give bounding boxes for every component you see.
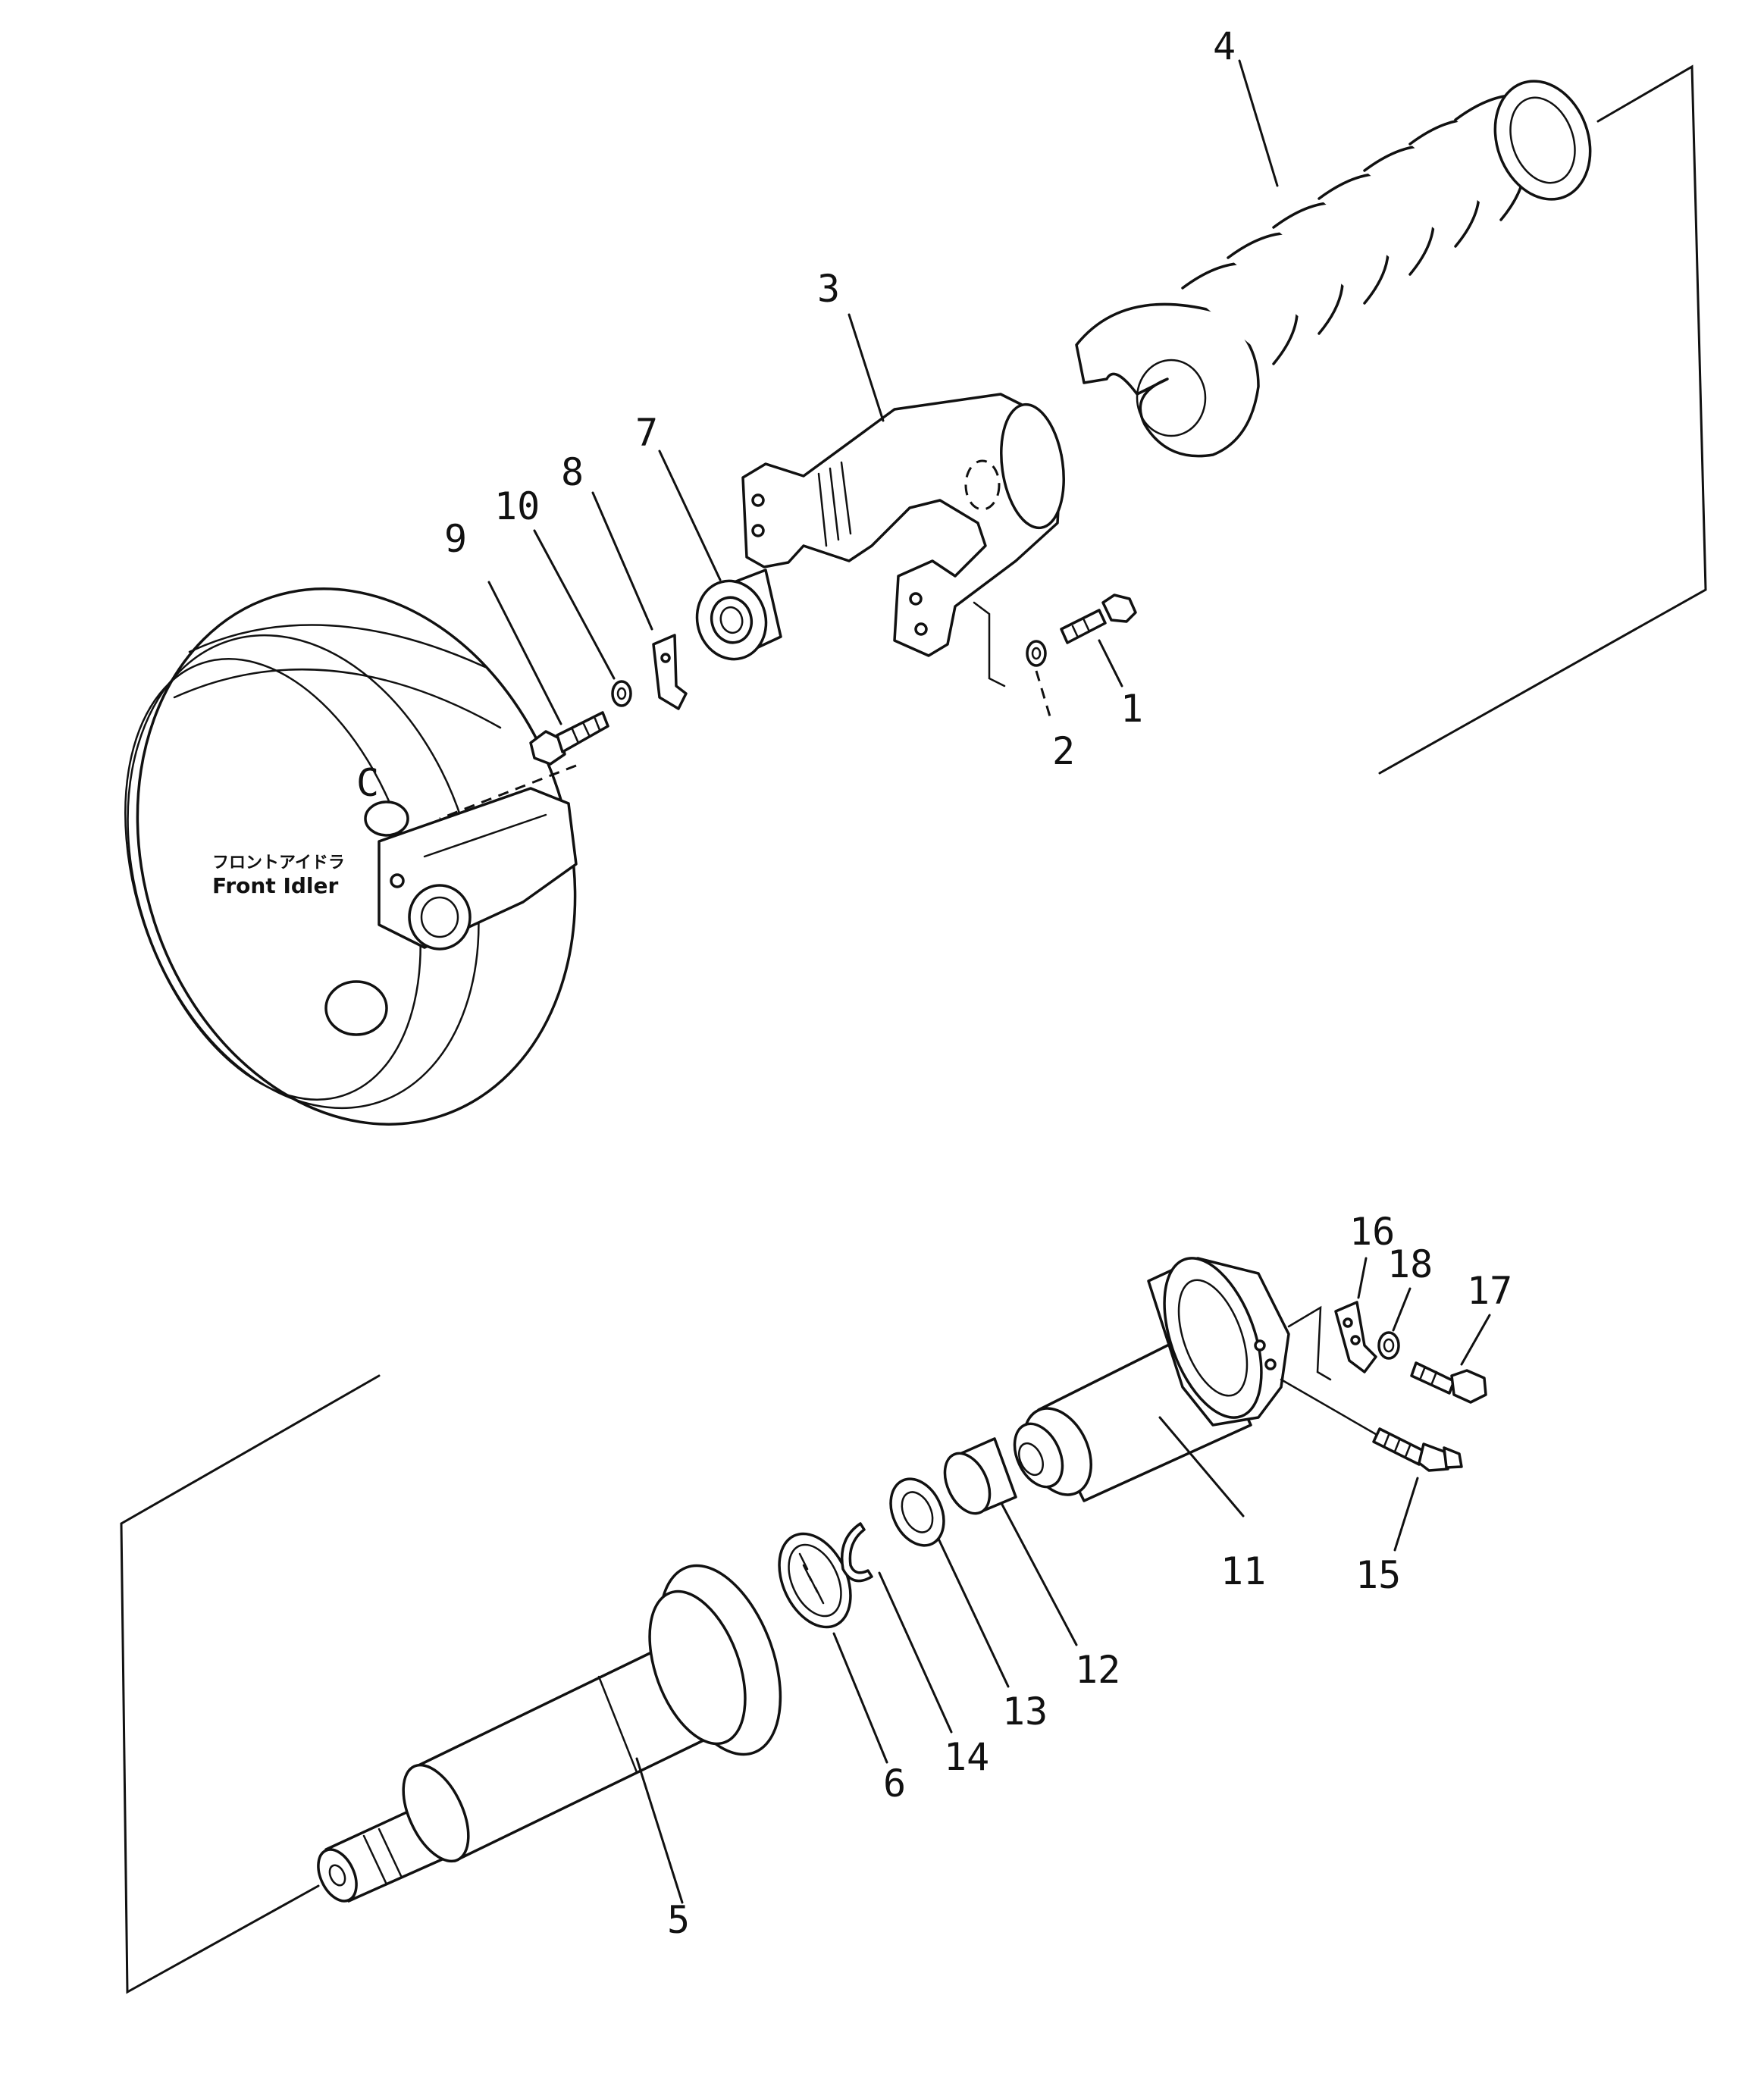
callout-9: 9 [444, 517, 467, 561]
callout-2: 2 [1052, 729, 1075, 773]
front-idler-label-jp: フロントアイドラ [212, 854, 345, 872]
leader-10 [533, 529, 616, 680]
callout-3: 3 [817, 267, 840, 311]
part-5-cylinder-rod [317, 1564, 782, 1903]
leader-17 [1460, 1314, 1491, 1366]
callout-15: 15 [1355, 1553, 1401, 1597]
leader-13 [937, 1537, 1010, 1688]
leader-3 [848, 313, 885, 422]
callout-8: 8 [561, 450, 584, 494]
part-11-cylinder [1013, 1257, 1332, 1502]
leader-15 [1393, 1477, 1419, 1552]
view-marker-label: C [356, 761, 379, 805]
leader-16 [1357, 1257, 1368, 1299]
callout-4: 4 [1213, 24, 1236, 68]
part-2-washer [1026, 640, 1047, 667]
part-14-snap-ring [840, 1522, 873, 1583]
callout-17: 17 [1467, 1269, 1512, 1313]
part-7-bushing [695, 568, 782, 661]
callout-7: 7 [635, 411, 658, 455]
leader-11 [1158, 1416, 1245, 1518]
part-16-lock-plate [1334, 1301, 1377, 1373]
part-10-washer [611, 680, 632, 707]
front-idler-wheel [124, 587, 577, 1126]
leader-7 [658, 449, 722, 581]
part-9-bolt [529, 711, 609, 766]
callout-18: 18 [1387, 1242, 1433, 1286]
idler-bearing-block [378, 764, 578, 951]
leader-18 [1392, 1287, 1412, 1332]
leader-8 [591, 491, 653, 631]
leader-14 [878, 1571, 953, 1734]
leader-12 [1001, 1503, 1078, 1646]
leader-1 [1098, 639, 1123, 688]
part-12-ring [943, 1437, 1017, 1515]
part-15-grease-fitting [1280, 1378, 1463, 1472]
upper-assembly-frame [1378, 64, 1707, 775]
callout-10: 10 [494, 484, 540, 528]
front-idler-label-en: Front Idler [212, 873, 338, 898]
leader-5 [635, 1757, 684, 1904]
callout-12: 12 [1075, 1648, 1120, 1692]
leader-6 [832, 1632, 888, 1764]
callout-1: 1 [1120, 687, 1143, 731]
callout-11: 11 [1220, 1549, 1266, 1593]
callout-6: 6 [883, 1762, 906, 1806]
leader-9 [487, 581, 562, 725]
part-13-seal [889, 1477, 945, 1547]
part-18-washer [1377, 1331, 1400, 1360]
callout-14: 14 [944, 1735, 989, 1779]
part-1-bolt [1060, 594, 1137, 644]
part-3-yoke [741, 393, 1065, 688]
callout-13: 13 [1002, 1690, 1048, 1734]
callout-16: 16 [1349, 1210, 1395, 1254]
part-8-lock-plate [652, 634, 688, 710]
leader-2 [1035, 670, 1051, 717]
lower-assembly-frame [120, 1374, 381, 1994]
callout-5: 5 [667, 1898, 690, 1942]
leader-4 [1238, 59, 1279, 187]
part-17-bolt [1410, 1361, 1487, 1404]
part-4-recoil-spring [1075, 80, 1592, 458]
